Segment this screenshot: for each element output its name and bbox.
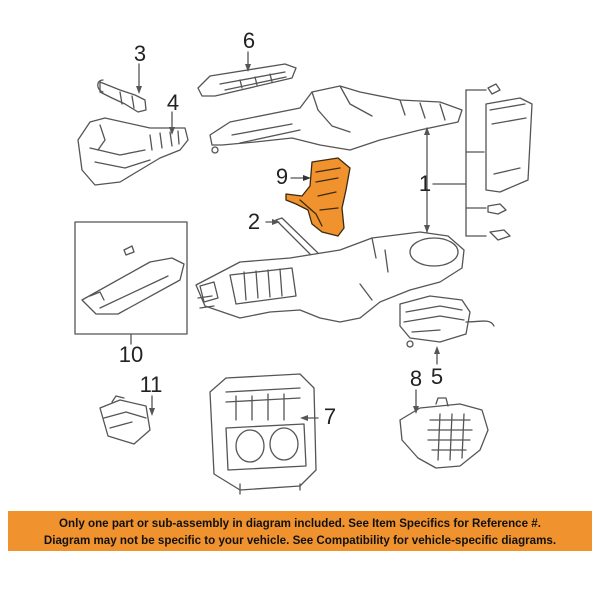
- callout-11: 11: [139, 372, 163, 397]
- callout-2: 2: [247, 209, 261, 234]
- part-11-resistor: [99, 395, 151, 445]
- part-4-housing: [77, 117, 189, 186]
- disclaimer-line-1: Only one part or sub-assembly in diagram…: [59, 517, 541, 530]
- callout-7: 7: [323, 404, 337, 429]
- callout-5: 5: [430, 364, 444, 389]
- part-6-duct: [197, 63, 297, 97]
- part-1-group: [424, 83, 533, 241]
- part-8-blower-housing: [399, 397, 489, 469]
- part-10-box: [74, 221, 188, 335]
- callout-3: 3: [133, 41, 147, 66]
- callout-8: 8: [409, 366, 423, 391]
- callout-1: 1: [418, 171, 432, 196]
- callout-6: 6: [242, 28, 256, 53]
- callout-9: 9: [275, 164, 289, 189]
- disclaimer-banner: Only one part or sub-assembly in diagram…: [8, 511, 592, 551]
- callout-4: 4: [166, 90, 180, 115]
- banner-background: [8, 511, 592, 551]
- callout-10: 10: [118, 342, 144, 367]
- part-7-heater-case: [209, 373, 317, 495]
- disclaimer-line-2: Diagram may not be specific to your vehi…: [43, 534, 557, 547]
- part-3-fitting: [97, 79, 147, 113]
- upper-case: [209, 85, 463, 154]
- part-9-highlighted: [285, 157, 351, 237]
- part-5-blower-motor: [399, 295, 495, 348]
- lower-case: [195, 231, 465, 323]
